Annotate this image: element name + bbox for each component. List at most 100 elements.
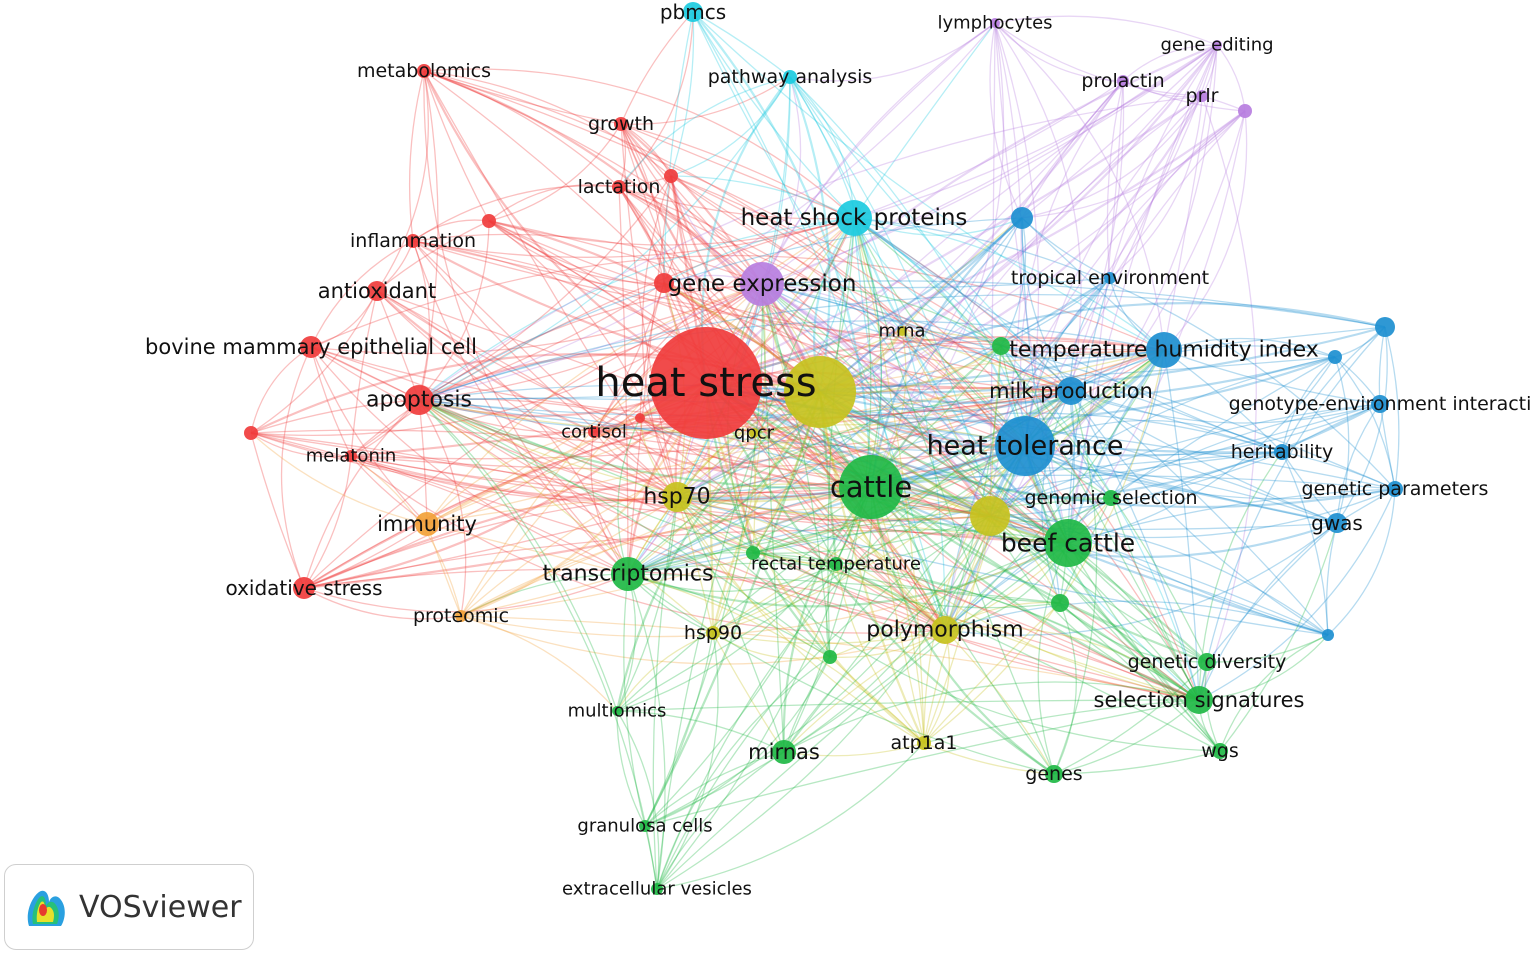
node-milk-production[interactable]	[1057, 377, 1085, 405]
network-edge	[418, 283, 763, 401]
node-unlabeled[interactable]	[664, 169, 678, 183]
node-pbmcs[interactable]	[683, 2, 703, 22]
label-mirnas: mirnas	[748, 740, 820, 764]
node-prlr[interactable]	[1196, 90, 1208, 102]
node-unlabeled[interactable]	[1051, 594, 1069, 612]
node-melatonin[interactable]	[345, 450, 357, 462]
node-unlabeled[interactable]	[244, 426, 258, 440]
node-unlabeled[interactable]	[784, 356, 856, 428]
node-lymphocytes[interactable]	[990, 18, 1000, 28]
node-transcriptomics[interactable]	[611, 557, 645, 591]
node-unlabeled[interactable]	[746, 546, 760, 560]
network-edge	[644, 486, 872, 827]
node-heritability[interactable]	[1274, 444, 1290, 460]
network-edge	[620, 123, 855, 219]
node-unlabeled[interactable]	[635, 413, 645, 423]
node-genes[interactable]	[1045, 765, 1063, 783]
node-extracellular-vesicles[interactable]	[651, 883, 663, 895]
network-edge	[783, 542, 1069, 753]
network-edge	[1000, 277, 1111, 347]
network-edge	[488, 220, 1026, 447]
network-edge	[1021, 44, 1218, 219]
node-rectal-temperature[interactable]	[829, 557, 843, 571]
node-multiomics[interactable]	[612, 706, 622, 716]
node-granulosa-cells[interactable]	[639, 820, 651, 832]
network-edge	[705, 110, 1246, 385]
network-edge	[944, 356, 1336, 631]
node-unlabeled[interactable]	[1238, 104, 1252, 118]
network-edge	[412, 240, 1200, 701]
node-qpcr[interactable]	[749, 428, 759, 438]
node-hsp90[interactable]	[706, 626, 720, 640]
node-hsp70[interactable]	[662, 482, 692, 512]
network-edge	[870, 22, 1005, 488]
node-heat-stress[interactable]	[650, 327, 762, 439]
node-oxidative-stress[interactable]	[293, 577, 315, 599]
network-edge	[616, 349, 1165, 712]
node-proteomic[interactable]	[455, 610, 467, 622]
node-metabolomics[interactable]	[417, 64, 431, 78]
network-edge	[350, 455, 872, 494]
node-unlabeled[interactable]	[823, 650, 837, 664]
node-cortisol[interactable]	[588, 426, 600, 438]
node-gene-expression[interactable]	[740, 262, 784, 306]
node-unlabeled[interactable]	[654, 273, 674, 293]
node-bovine-mammary[interactable]	[300, 336, 322, 358]
network-edge	[627, 390, 1072, 575]
network-edge	[853, 217, 1023, 236]
node-unlabeled[interactable]	[1328, 350, 1342, 364]
network-edge	[1327, 488, 1396, 636]
network-edge	[488, 220, 1165, 353]
node-heat-tolerance[interactable]	[995, 416, 1055, 476]
node-heat-shock-proteins[interactable]	[836, 200, 872, 236]
network-edge	[423, 70, 672, 177]
network-edge	[761, 283, 1002, 347]
node-gwas[interactable]	[1327, 513, 1347, 533]
node-unlabeled[interactable]	[970, 496, 1010, 536]
network-edge	[644, 283, 763, 827]
node-unlabeled[interactable]	[992, 337, 1010, 355]
node-unlabeled[interactable]	[482, 214, 496, 228]
network-edge	[1067, 542, 1221, 752]
node-unlabeled[interactable]	[1375, 317, 1395, 337]
node-inflammation[interactable]	[406, 234, 420, 248]
node-prolactin[interactable]	[1117, 75, 1129, 87]
network-edge	[620, 11, 694, 125]
node-unlabeled[interactable]	[1011, 207, 1033, 229]
network-edge	[705, 382, 1055, 775]
node-apoptosis[interactable]	[404, 385, 434, 415]
node-gene-editing[interactable]	[1212, 40, 1222, 50]
node-antioxidant[interactable]	[367, 281, 387, 301]
node-atp1a1[interactable]	[917, 736, 931, 750]
network-edge	[989, 488, 1396, 539]
network-edge	[1198, 488, 1396, 701]
node-polymorphism[interactable]	[931, 616, 959, 644]
node-selection-signatures[interactable]	[1185, 686, 1213, 714]
node-mirnas[interactable]	[772, 740, 796, 764]
network-edge	[819, 44, 1218, 393]
network-edge	[789, 76, 991, 517]
node-genomic-selection[interactable]	[1103, 490, 1119, 506]
node-temperature-humidity-index[interactable]	[1146, 332, 1182, 368]
node-genotype-environment[interactable]	[1371, 395, 1389, 413]
network-edge	[303, 444, 1026, 590]
node-beef-cattle[interactable]	[1044, 519, 1092, 567]
label-wgs: wgs	[1201, 740, 1239, 762]
network-edge	[426, 217, 855, 525]
node-cattle[interactable]	[839, 455, 903, 519]
node-mrna[interactable]	[897, 326, 907, 336]
node-pathway-analysis[interactable]	[783, 70, 797, 84]
node-unlabeled[interactable]	[1322, 629, 1334, 641]
node-wgs[interactable]	[1212, 743, 1228, 759]
network-edge	[590, 431, 629, 575]
node-genetic-diversity[interactable]	[1198, 653, 1216, 671]
node-growth[interactable]	[614, 117, 628, 131]
node-immunity[interactable]	[415, 512, 439, 536]
node-tropical-environment[interactable]	[1104, 272, 1116, 284]
node-lactation[interactable]	[612, 180, 626, 194]
label-genotype-environment: genotype-environment interacti	[1229, 393, 1532, 415]
network-edge	[752, 432, 756, 554]
node-genetic-parameters[interactable]	[1387, 481, 1403, 497]
network-edge	[761, 283, 991, 517]
network-edge	[412, 217, 855, 258]
